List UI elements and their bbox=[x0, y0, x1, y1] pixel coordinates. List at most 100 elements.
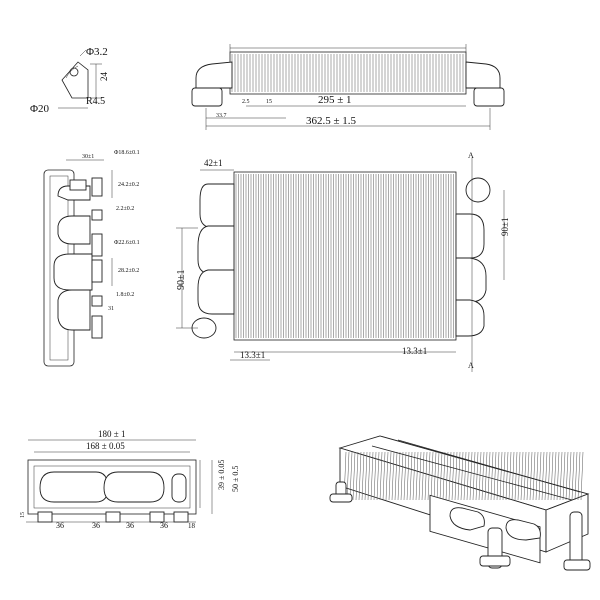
fin-line bbox=[565, 451, 569, 501]
d295-label: 295 ± 1 bbox=[318, 94, 352, 106]
d31-label: 31 bbox=[108, 306, 114, 312]
isometric-view bbox=[329, 435, 591, 571]
d226-label: Φ22.6±0.1 bbox=[114, 240, 140, 246]
fin-line bbox=[370, 451, 374, 501]
section-a-bottom: A bbox=[468, 361, 474, 370]
d15-label: 15 bbox=[266, 99, 272, 105]
fin-line bbox=[574, 451, 578, 501]
fin-line bbox=[415, 451, 419, 501]
d50-label: 50 ± 0.5 bbox=[231, 466, 240, 492]
fin-line bbox=[577, 451, 581, 501]
fin-line bbox=[553, 451, 557, 501]
d28-label: 28.2±0.2 bbox=[118, 268, 139, 274]
fin-line bbox=[364, 451, 368, 501]
fin-line bbox=[517, 451, 521, 501]
fin-line bbox=[532, 451, 536, 501]
fin-line bbox=[406, 451, 410, 501]
fin-line bbox=[469, 451, 473, 501]
fin-line bbox=[454, 451, 458, 501]
fin-line bbox=[391, 451, 395, 501]
fin-line bbox=[361, 451, 365, 501]
fin-line bbox=[385, 451, 389, 501]
fin-line bbox=[547, 451, 551, 501]
d337-label: 33.7 bbox=[216, 113, 227, 119]
r45-label: R4.5 bbox=[86, 96, 105, 107]
fin-line bbox=[400, 451, 404, 501]
fin-line bbox=[544, 451, 548, 501]
fin-line bbox=[424, 451, 428, 501]
fin-line bbox=[355, 451, 359, 501]
fin-line bbox=[412, 451, 416, 501]
fin-line bbox=[559, 451, 563, 501]
section-a-top: A bbox=[468, 151, 474, 160]
fin-line bbox=[388, 451, 392, 501]
fin-line bbox=[520, 451, 524, 501]
top-view: 295 ± 1 362.5 ± 1.5 33.7 2.5 15 bbox=[191, 44, 505, 130]
fin-line bbox=[439, 451, 443, 501]
front-view: 42±1 90±1 90±1 13.3±1 13.3±1 A A bbox=[176, 151, 510, 372]
fin-line bbox=[529, 451, 533, 501]
d168-label: 168 ± 0.05 bbox=[86, 441, 125, 451]
d36-label-3: 36 bbox=[126, 521, 134, 530]
fin-line bbox=[379, 451, 383, 501]
fin-line bbox=[427, 451, 431, 501]
fin-line bbox=[394, 451, 398, 501]
fin-line bbox=[478, 451, 482, 501]
fin-line bbox=[409, 451, 413, 501]
fin-line bbox=[436, 451, 440, 501]
d25-label: 2.5 bbox=[242, 99, 250, 105]
d133a-label: 13.3±1 bbox=[240, 350, 265, 360]
fin-line bbox=[376, 451, 380, 501]
fin-line bbox=[487, 451, 491, 501]
fin-line bbox=[457, 451, 461, 501]
fin-line bbox=[508, 451, 512, 501]
fin-line bbox=[448, 451, 452, 501]
d90l-label: 90±1 bbox=[176, 270, 187, 291]
fin-line bbox=[352, 451, 356, 501]
fin-line bbox=[382, 451, 386, 501]
side-view: 30±1 Φ18.6±0.1 24.2±0.2 2.2±0.2 Φ22.6±0.… bbox=[43, 150, 140, 367]
fin-detail-view: Φ3.2 24 Φ20 R4.5 bbox=[30, 46, 109, 115]
fin-line bbox=[358, 451, 362, 501]
fin-line bbox=[556, 451, 560, 501]
fin-line bbox=[367, 451, 371, 501]
d42-label: 42±1 bbox=[204, 158, 222, 168]
bottom-view: 180 ± 1 168 ± 0.05 39 ± 0.05 50 ± 0.5 15… bbox=[20, 429, 240, 530]
d30-label: 30±1 bbox=[82, 154, 94, 160]
fin-line bbox=[373, 451, 377, 501]
fin-line bbox=[430, 451, 434, 501]
fin-line bbox=[346, 451, 350, 501]
fin-line bbox=[484, 451, 488, 501]
d186a-label: Φ18.6±0.1 bbox=[114, 150, 140, 156]
fin-line bbox=[397, 451, 401, 501]
fin-line bbox=[460, 451, 464, 501]
fin-line bbox=[568, 451, 572, 501]
fin-line bbox=[580, 451, 584, 501]
fin-line bbox=[418, 451, 422, 501]
fin-line bbox=[463, 451, 467, 501]
d36-label-2: 36 bbox=[92, 521, 100, 530]
fin-line bbox=[493, 451, 497, 501]
fin-line bbox=[445, 451, 449, 501]
fin-line bbox=[499, 451, 503, 501]
fin-line bbox=[433, 451, 437, 501]
fin-line bbox=[562, 451, 566, 501]
d39-label: 39 ± 0.05 bbox=[217, 460, 226, 490]
fin-line bbox=[511, 451, 515, 501]
d186b-label: 1.8±0.2 bbox=[116, 292, 134, 298]
d180-label: 180 ± 1 bbox=[98, 429, 125, 439]
d90r-label: 90±1 bbox=[500, 218, 510, 236]
fin-line bbox=[490, 451, 494, 501]
d24-label: 24.2±0.2 bbox=[118, 182, 139, 188]
fin-line bbox=[535, 451, 539, 501]
fin-line bbox=[526, 451, 530, 501]
phi32-label: Φ3.2 bbox=[86, 46, 108, 58]
fin-line bbox=[349, 451, 353, 501]
fin-line bbox=[550, 451, 554, 501]
fin-line bbox=[505, 451, 509, 501]
fin-line bbox=[472, 451, 476, 501]
fin-line bbox=[403, 451, 407, 501]
fin-line bbox=[514, 451, 518, 501]
d15-bottom-label: 15 bbox=[20, 512, 26, 518]
d3625-label: 362.5 ± 1.5 bbox=[306, 115, 357, 127]
